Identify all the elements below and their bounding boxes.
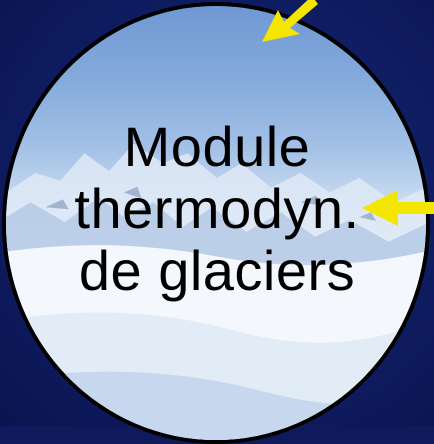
arrow-top-icon: [262, 0, 318, 42]
module-label-line2: thermodyn.: [74, 177, 360, 240]
module-label-line1: Module: [123, 115, 311, 178]
module-label-line3: de glaciers: [78, 239, 356, 302]
glacier-landscape-image: [6, 143, 426, 440]
module-label: Module thermodyn. de glaciers: [0, 116, 434, 302]
arrow-right-icon: [362, 190, 434, 226]
